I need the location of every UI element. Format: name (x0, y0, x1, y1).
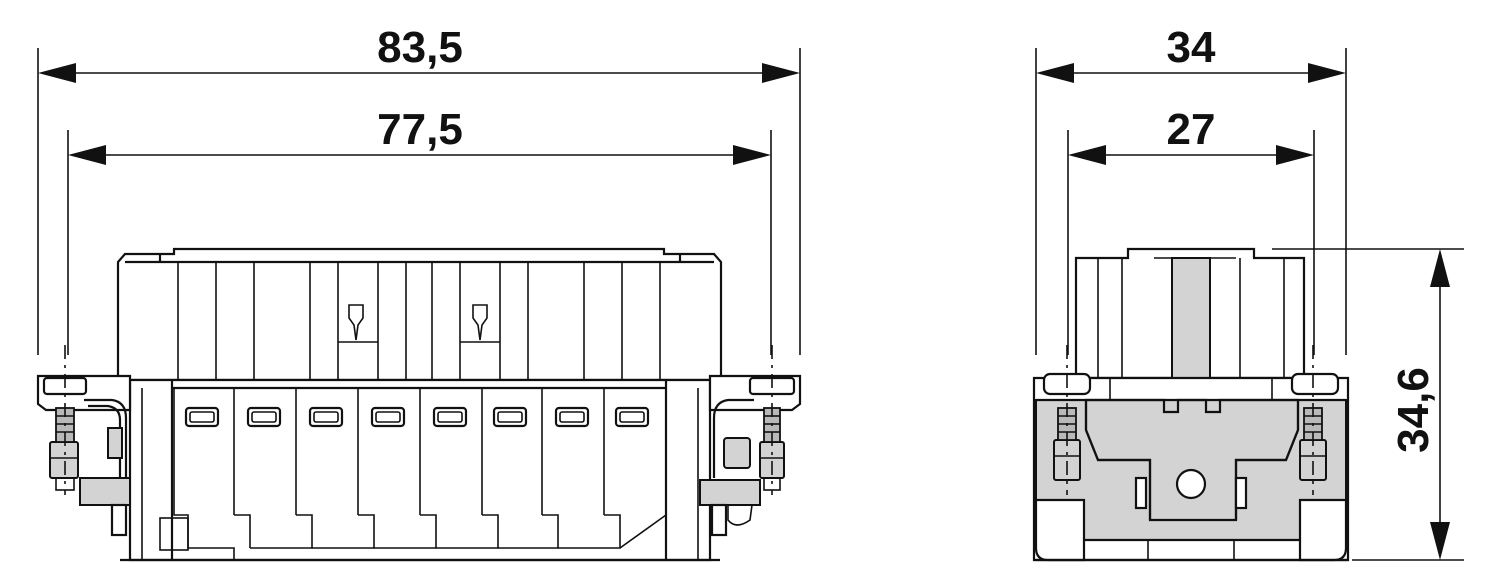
front-dimension-mounting: 77,5 (67, 105, 772, 355)
front-left-flange (36, 374, 132, 537)
slot-module (554, 388, 621, 549)
front-dimension-overall: 83,5 (37, 23, 801, 355)
front-view (36, 247, 802, 562)
slot-module (370, 388, 437, 549)
slot-module (492, 388, 559, 549)
side-coding-bar (1171, 257, 1211, 379)
side-dimension-overall: 34 (1035, 23, 1347, 355)
front-mounting-width-label: 77,5 (377, 105, 463, 154)
front-slot-modules (159, 388, 667, 560)
side-view (1032, 247, 1350, 562)
slot-module (308, 388, 375, 549)
slot-module (246, 388, 313, 549)
side-overall-width-label: 34 (1167, 23, 1216, 72)
front-overall-width-label: 83,5 (377, 23, 463, 72)
side-mounting-width-label: 27 (1167, 105, 1216, 154)
side-dimension-height: 34,6 (1272, 248, 1464, 561)
front-upper-columns (177, 262, 661, 380)
slot-module (432, 388, 499, 549)
side-dimension-mounting: 27 (1067, 105, 1315, 355)
slot-module (614, 406, 667, 549)
side-height-label: 34,6 (1389, 367, 1438, 453)
side-center-hole (1175, 468, 1207, 500)
front-right-flange (699, 374, 802, 537)
